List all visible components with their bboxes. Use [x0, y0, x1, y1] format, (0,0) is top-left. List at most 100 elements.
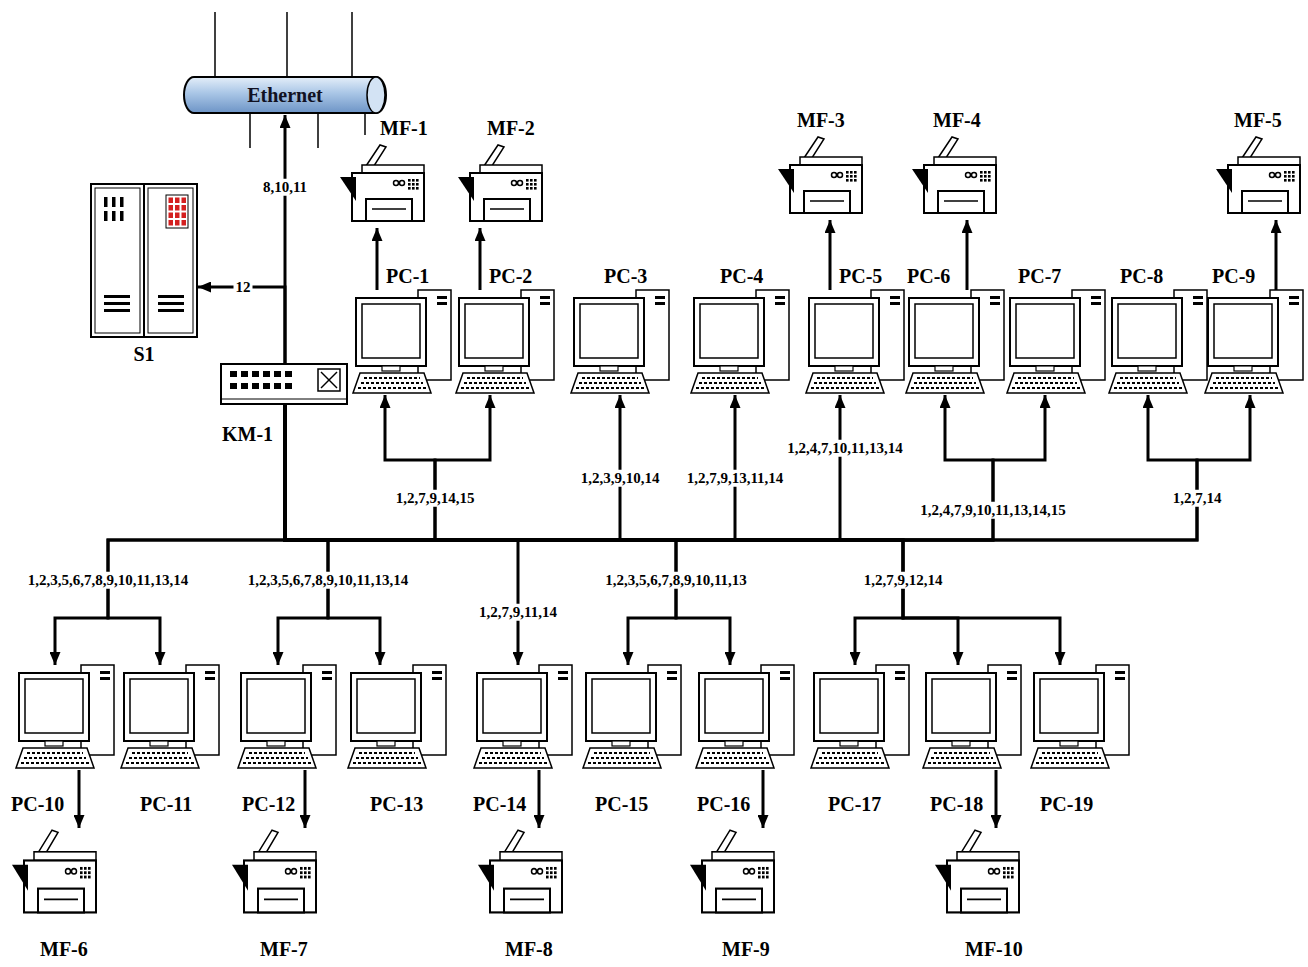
computer: PC-7 [1006, 290, 1106, 395]
keyboard-keys [461, 387, 529, 389]
keyboard-keys [1018, 377, 1074, 379]
keypad-key [980, 179, 983, 182]
multifunction-printer: MF-4 [912, 135, 1000, 220]
switch-port [241, 383, 248, 389]
node-label: PC-1 [386, 265, 429, 288]
connector [376, 228, 379, 290]
indicator [286, 869, 291, 874]
keypad-key [1007, 867, 1010, 870]
indicator [292, 869, 297, 874]
drive-slot [1091, 296, 1101, 299]
keypad-key [80, 867, 83, 870]
keyboard-keys [934, 752, 990, 754]
paper-tray [804, 191, 850, 213]
icon [582, 665, 682, 770]
icon [1108, 290, 1208, 395]
switch-symbol-line [321, 372, 337, 388]
monitor-stand [600, 366, 618, 371]
monitor [909, 298, 979, 366]
icon [695, 665, 795, 770]
keypad-key [534, 183, 537, 186]
node-label: PC-4 [720, 265, 763, 288]
icon [1006, 290, 1106, 395]
keypad-key [846, 179, 849, 182]
keypad-key [980, 171, 983, 174]
drive-slot [1007, 677, 1017, 680]
multifunction-printer: MF-8 [478, 828, 566, 920]
computer: PC-13 [347, 665, 447, 770]
drive-slot [655, 296, 665, 299]
tray-slot [264, 899, 298, 901]
drive-slot [540, 296, 550, 299]
screen [592, 679, 650, 733]
keyboard [1205, 373, 1283, 393]
vent-bar [120, 211, 124, 221]
monitor-stand [835, 366, 853, 371]
drive-slot [1193, 296, 1203, 299]
keypad-key [762, 876, 765, 879]
paper-feed [912, 169, 928, 193]
printer-body [470, 173, 542, 221]
multifunction-printer: MF-10 [935, 828, 1023, 920]
printer-body [702, 860, 774, 912]
keyboard-keys [1120, 377, 1176, 379]
scanner-bed [800, 157, 862, 165]
switch-port [263, 371, 270, 377]
node-label: MF-2 [487, 117, 535, 140]
icon [922, 665, 1022, 770]
node-label: MF-6 [40, 938, 88, 961]
keypad-key [554, 876, 557, 879]
keypad-key [84, 867, 87, 870]
keyboard-keys [1042, 752, 1098, 754]
icon [935, 828, 1023, 920]
paper-feed [690, 865, 706, 891]
icon [15, 665, 115, 770]
monitor [19, 673, 89, 741]
monitor [574, 298, 644, 366]
screen [357, 679, 415, 733]
tray-slot [810, 200, 844, 202]
drive-slot [780, 671, 790, 674]
node-label: PC-15 [595, 793, 648, 816]
printer-body [790, 165, 862, 213]
keyboard-keys [479, 762, 547, 764]
keyboard [571, 373, 649, 393]
monitor-stand [1036, 366, 1054, 371]
switch-port [274, 371, 281, 377]
connector [285, 395, 993, 540]
screen [705, 679, 763, 733]
drive-slot [205, 671, 215, 674]
connector [479, 228, 482, 290]
signal-list: 1,2,7,14 [1171, 490, 1224, 507]
keypad-key [1011, 871, 1014, 874]
cabinet [91, 184, 197, 337]
keypad-key [984, 171, 987, 174]
tap-line [364, 114, 366, 135]
connector [304, 770, 307, 828]
paper-tray [961, 889, 1007, 913]
drive-slot [322, 677, 332, 680]
screen [820, 679, 878, 733]
scanner-bed [1238, 157, 1300, 165]
indicator [518, 181, 523, 186]
indicator [72, 869, 77, 874]
tap-line [351, 12, 353, 76]
indicator [744, 869, 749, 874]
multifunction-printer: MF-5 [1216, 135, 1304, 220]
connector [285, 395, 1045, 540]
drive-slot [540, 302, 550, 305]
drive-slot [1115, 671, 1125, 674]
indicator [750, 869, 755, 874]
tray-slot [44, 899, 78, 901]
keyboard [456, 373, 534, 393]
panel-led [169, 198, 174, 204]
tray-slot [1248, 200, 1282, 202]
indicator [538, 869, 543, 874]
monitor [694, 298, 764, 366]
keypad-key [850, 175, 853, 178]
drive-slot [1007, 671, 1017, 674]
icon [340, 143, 428, 228]
connector [285, 405, 1060, 665]
connector [1275, 220, 1278, 290]
keypad-key [758, 871, 761, 874]
